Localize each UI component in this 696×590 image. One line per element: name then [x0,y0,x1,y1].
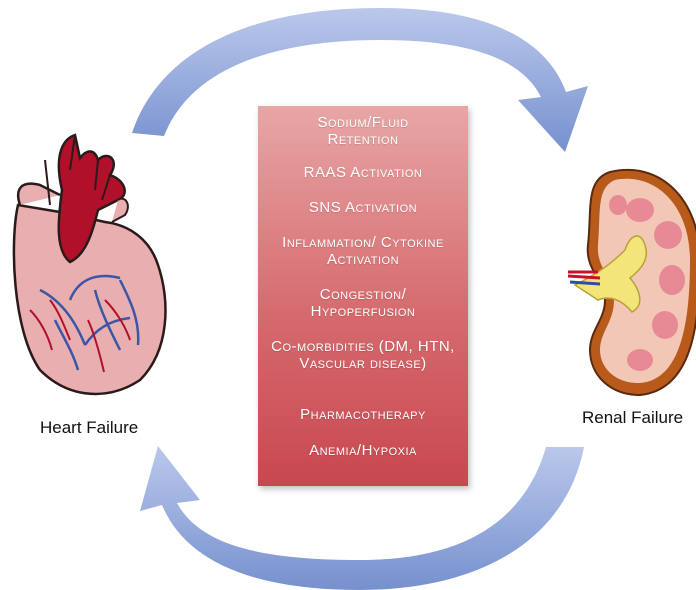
heart-failure-label: Heart Failure [40,418,138,438]
factor-comorbidities: Co-morbidities (DM, HTN, Vascular diseas… [258,338,468,372]
heart-illustration [14,135,166,394]
factor-sns: SNS Activation [258,199,468,216]
contributing-factors-box: Sodium/Fluid Retention RAAS Activation S… [258,106,468,486]
factor-raas: RAAS Activation [258,164,468,181]
kidney-illustration [568,170,696,395]
factor-anemia: Anemia/Hypoxia [258,442,468,459]
factor-congestion: Congestion/ Hypoperfusion [258,286,468,320]
factor-inflammation: Inflammation/ Cytokine Activation [258,234,468,268]
factor-sodium-fluid: Sodium/Fluid Retention [258,114,468,148]
renal-failure-label: Renal Failure [582,408,683,428]
factor-pharmacotherapy: Pharmacotherapy [258,406,468,423]
